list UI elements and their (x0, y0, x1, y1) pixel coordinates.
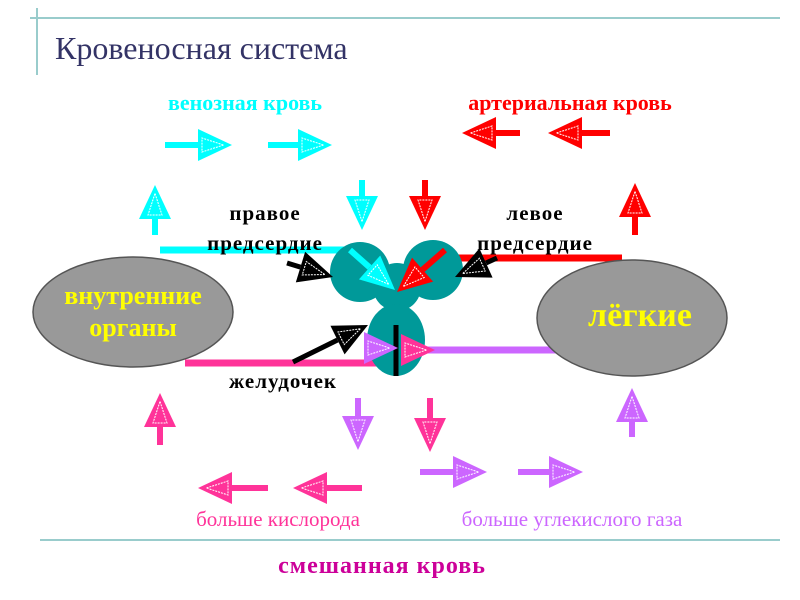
oxygen-up-arrow (144, 393, 176, 445)
venous-down-arrow-head (346, 196, 378, 230)
lungs-label: лёгкие (588, 297, 692, 334)
lungs-ellipse (536, 259, 728, 377)
co2-right-arrow-1-head (453, 456, 487, 488)
left-atrium-pointer (455, 248, 499, 278)
arterial-into-atrium-arrow-head (397, 257, 434, 292)
arterial-up-arrow (619, 183, 651, 235)
right-atrium-pointer-shaft (286, 260, 302, 270)
co2-down-arrow (342, 398, 374, 450)
oxygen-out-arrow (401, 334, 435, 366)
arterial-left-arrow-1-head (462, 117, 496, 149)
venous-into-atrium-arrow-head (358, 255, 395, 290)
venous-down-arrow (346, 180, 378, 230)
arterial-into-atrium-arrow (397, 247, 447, 292)
internal-organs-label: внутренние органы (64, 280, 202, 344)
co2-right-arrow-2 (518, 456, 583, 488)
right-atrium-label: правое предсердие (207, 198, 323, 258)
arterial-down-arrow-head (409, 196, 441, 230)
oxygen-up-arrow-head (144, 393, 176, 427)
oxygen-left-arrow-1-head (198, 472, 232, 504)
oxygen-down-arrow (414, 398, 446, 452)
co2-right-arrow-2-head (549, 456, 583, 488)
venous-right-arrow-2-head (298, 129, 332, 161)
right-atrium-label-line1: правое (229, 201, 301, 225)
venous-right-arrow-1-head (198, 129, 232, 161)
internal-organs-label-line1: внутренние (64, 281, 202, 310)
oxygen-down-arrow-head (414, 418, 446, 452)
arterial-blood-label: артериальная кровь (468, 90, 672, 115)
more-co2-label: больше углекислого газа (461, 507, 683, 531)
oxygen-left-arrow-1 (198, 472, 268, 504)
right-atrium-pointer (286, 251, 333, 283)
venous-blood-label: венозная кровь (167, 90, 323, 115)
oxygen-left-arrow-2-head (293, 472, 327, 504)
left-atrium-label-line1: левое (506, 201, 564, 225)
arterial-left-arrow-2 (548, 117, 610, 149)
right-atrium-label-line2: предсердие (207, 231, 323, 255)
co2-out-arrow-head (364, 332, 398, 364)
ventricle-pointer (291, 325, 368, 365)
arterial-down-arrow (409, 180, 441, 230)
ventricle-label: желудочек (228, 369, 338, 393)
venous-up-arrow-head (139, 185, 171, 219)
co2-up-arrow (616, 388, 648, 437)
arterial-left-arrow-1 (462, 117, 520, 149)
left-atrium-pointer-shaft (484, 255, 499, 266)
more-oxygen-label: больше кислорода (196, 507, 360, 531)
co2-down-arrow-head (342, 416, 374, 450)
page-title: Кровеносная система (55, 30, 348, 66)
left-atrium-label: левое предсердие (477, 198, 593, 258)
mixed-blood-label: смешанная кровь (278, 553, 486, 579)
left-atrium-label-line2: предсердие (477, 231, 593, 255)
venous-up-arrow (139, 185, 171, 235)
venous-into-atrium-arrow (348, 247, 395, 290)
internal-organs-label-line2: органы (89, 313, 177, 342)
venous-into-atrium-arrow-shaft (348, 247, 372, 270)
oxygen-out-arrow-head (401, 334, 435, 366)
co2-right-arrow-1 (420, 456, 487, 488)
arterial-into-atrium-arrow-shaft (420, 247, 447, 272)
oxygen-left-arrow-2 (293, 472, 362, 504)
ventricle-pointer-shaft (291, 337, 339, 365)
internal-organs-ellipse (32, 256, 234, 368)
arterial-up-arrow-head (619, 183, 651, 217)
venous-right-arrow-2 (268, 129, 332, 161)
co2-up-arrow-head (616, 388, 648, 422)
venous-right-arrow-1 (165, 129, 232, 161)
co2-out-arrow (364, 332, 398, 364)
arterial-left-arrow-2-head (548, 117, 582, 149)
